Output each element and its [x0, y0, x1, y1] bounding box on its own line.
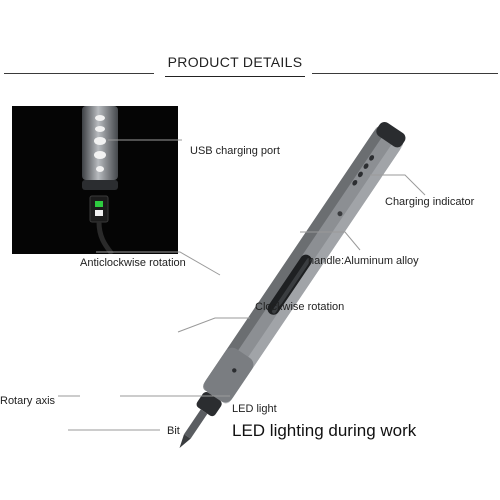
- screwdriver-body: [179, 121, 406, 449]
- end-cap: [82, 180, 118, 190]
- leader-handle: [300, 231, 361, 251]
- indicator-light-3: [94, 137, 106, 145]
- usb-plug-marking: [95, 210, 103, 216]
- label-charging-indicator: Charging indicator: [385, 196, 475, 208]
- indicator-light-4: [94, 151, 106, 159]
- usb-charging-port: [376, 121, 406, 148]
- indicator-light-1: [95, 115, 105, 121]
- charging-indicator-dot-3: [357, 171, 363, 178]
- page-title: PRODUCT DETAILS: [167, 54, 303, 70]
- label-usb-charging-port: USB charging port: [190, 145, 280, 157]
- label-led-lighting-during-work: LED lighting during work: [232, 421, 417, 440]
- leader-charging-indicator: [370, 174, 426, 196]
- label-anticlockwise-rotation: Anticlockwise rotation: [80, 257, 186, 269]
- charging-indicator-dot-1: [369, 155, 375, 161]
- leader-lines: [58, 139, 426, 431]
- rotary-axis: [196, 392, 222, 417]
- charging-light-icon: [95, 201, 103, 207]
- label-rotary-axis: Rotary axis: [0, 395, 56, 407]
- label-led-light: LED light: [232, 403, 277, 415]
- label-handle: handle:Aluminum alloy: [308, 255, 419, 267]
- charging-indicator-dot-4: [352, 179, 358, 186]
- leader-anticlockwise: [96, 251, 221, 276]
- indicator-light-2: [95, 126, 105, 132]
- header-underline: [165, 76, 305, 77]
- charging-indicator-dot-2: [363, 163, 369, 169]
- front-collar: [204, 347, 254, 403]
- indicator-light-5: [96, 166, 104, 172]
- charging-closeup-photo: [12, 106, 178, 254]
- handle-screw: [337, 211, 343, 217]
- header-divider-right: [312, 73, 498, 74]
- label-bit: Bit: [167, 425, 180, 437]
- header-divider-left: [4, 73, 154, 74]
- bit: [184, 409, 208, 439]
- leader-clockwise: [177, 317, 250, 333]
- led-light: [232, 368, 237, 373]
- label-clockwise-rotation: Clockwise rotation: [255, 301, 345, 313]
